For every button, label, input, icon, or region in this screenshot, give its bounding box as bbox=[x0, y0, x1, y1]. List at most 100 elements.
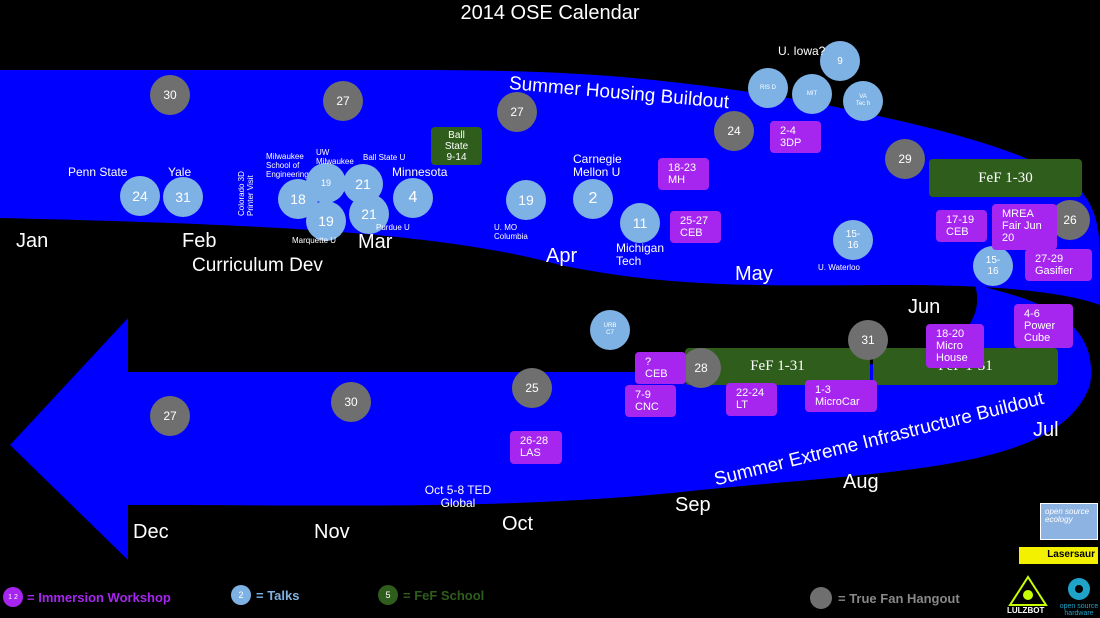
workshop-lt[interactable]: 22-24 LT bbox=[726, 383, 777, 416]
ws-line2: 3DP bbox=[780, 137, 802, 149]
hangout-mar-27[interactable]: 27 bbox=[497, 92, 537, 132]
talk-june-15-16[interactable]: 15-16 bbox=[973, 246, 1013, 286]
hangout-nov-27[interactable]: 27 bbox=[150, 396, 190, 436]
talk-purdue[interactable]: 21 bbox=[349, 194, 389, 234]
legend-talks-label: = Talks bbox=[256, 588, 300, 603]
talk-uw-milwaukee-label: UW Milwaukee bbox=[316, 148, 354, 166]
legend-hangout-icon bbox=[810, 587, 832, 609]
legend-talks-icon: 2 bbox=[231, 585, 251, 605]
fef-school-june[interactable]: FeF 1-30 bbox=[929, 159, 1082, 197]
month-jun: Jun bbox=[908, 296, 941, 318]
ws-line3: Cube bbox=[1024, 332, 1051, 344]
workshop-las[interactable]: 26-28 LAS bbox=[510, 431, 562, 464]
ws-line1: 4-6 bbox=[1024, 308, 1040, 320]
curriculum-dev-label: Curriculum Dev bbox=[192, 255, 323, 276]
talk-marquette-label: Marquette U bbox=[292, 236, 337, 245]
workshop-power-cube[interactable]: 4-6 Power Cube bbox=[1014, 304, 1073, 348]
legend-fef-label: = FeF School bbox=[403, 588, 485, 603]
month-sep: Sep bbox=[675, 494, 711, 516]
workshop-ceb-jun[interactable]: 17-19 CEB bbox=[936, 210, 987, 242]
talk-marquette[interactable]: 19 bbox=[306, 201, 346, 241]
month-jan: Jan bbox=[16, 230, 49, 252]
talk-yale-label: Yale bbox=[168, 165, 192, 179]
talk-yale[interactable]: 31 bbox=[163, 177, 203, 217]
talk-urbc7[interactable]: URB C7 bbox=[590, 310, 630, 350]
workshop-gasifier[interactable]: 27-29 Gasifier bbox=[1025, 249, 1092, 281]
osh-logo-text: open source hardware bbox=[1059, 603, 1099, 617]
legend-workshop-icon: 1 2 bbox=[3, 587, 23, 607]
talk-risd[interactable]: RIS D bbox=[748, 68, 788, 108]
ws-line1: 7-9 bbox=[635, 389, 651, 401]
lulzbot-logo-text: LULZBOT bbox=[1007, 606, 1045, 615]
band-top bbox=[0, 70, 1100, 305]
ted-line2: Global bbox=[440, 496, 476, 510]
talk-carnegie-mellon-label: Carnegie Mellon U bbox=[573, 152, 622, 179]
talk-va-tech[interactable]: VA Tec h bbox=[843, 81, 883, 121]
talk-penn-state[interactable]: 24 bbox=[120, 176, 160, 216]
talk-minnesota[interactable]: 4 bbox=[393, 178, 433, 218]
ws-line2: MH bbox=[668, 174, 686, 186]
ws-line2: LAS bbox=[520, 447, 541, 459]
workshop-microcar[interactable]: 1-3 MicroCar bbox=[805, 380, 877, 412]
talk-mit[interactable]: MIT bbox=[792, 74, 832, 114]
ws-line2: Power bbox=[1024, 320, 1056, 332]
ws-line2: Micro bbox=[936, 340, 963, 352]
talk-u-mo[interactable]: 19 bbox=[506, 180, 546, 220]
talk-ball-state-label: Ball State U bbox=[363, 153, 406, 162]
hangout-may-29[interactable]: 29 bbox=[885, 139, 925, 179]
ted-line1: Oct 5-8 TED bbox=[424, 483, 492, 497]
workshop-cnc[interactable]: 7-9 CNC bbox=[625, 385, 676, 417]
ws-line2: MicroCar bbox=[815, 396, 860, 408]
talk-purdue-label: Purdue U bbox=[376, 223, 410, 232]
month-dec: Dec bbox=[133, 521, 169, 543]
fef-line2: State bbox=[444, 140, 469, 152]
hangout-sep-25[interactable]: 25 bbox=[512, 368, 552, 408]
workshop-3dp[interactable]: 2-4 3DP bbox=[770, 121, 821, 153]
fef-line3: 9-14 bbox=[446, 151, 467, 163]
month-oct: Oct bbox=[502, 513, 534, 535]
ws-line3: 20 bbox=[1002, 232, 1015, 244]
month-nov: Nov bbox=[314, 521, 350, 543]
talk-uw-milwaukee[interactable]: 19 bbox=[306, 163, 346, 203]
talk-u-iowa[interactable]: 9 bbox=[820, 41, 860, 81]
hangout-oct-30[interactable]: 30 bbox=[331, 382, 371, 422]
ws-line2: CEB bbox=[680, 227, 703, 239]
hangout-aug-28[interactable]: 28 bbox=[681, 348, 721, 388]
ws-line2: Fair Jun bbox=[1002, 220, 1042, 232]
talk-msoe-label: Milwaukee School of Engineering bbox=[266, 152, 309, 179]
talk-u-mo-label: U. MO Columbia bbox=[494, 223, 528, 241]
workshop-micro-house[interactable]: 18-20 Micro House bbox=[926, 324, 984, 368]
talk-penn-state-label: Penn State bbox=[68, 165, 128, 179]
ws-line1: ? bbox=[645, 356, 652, 368]
workshop-mrea[interactable]: MREA Fair Jun 20 bbox=[992, 204, 1057, 250]
fef-line1: Ball bbox=[448, 129, 465, 141]
ws-line2: CNC bbox=[635, 401, 659, 413]
ted-global-label: Oct 5-8 TED Global bbox=[416, 484, 500, 510]
legend-workshop-label: = Immersion Workshop bbox=[27, 590, 171, 605]
ws-line1: 22-24 bbox=[736, 387, 765, 399]
fef-school-ball-state[interactable]: Ball State 9-14 bbox=[431, 127, 482, 165]
lulzbot-logo-icon bbox=[1008, 575, 1048, 606]
ws-line3: House bbox=[936, 352, 968, 364]
workshop-ceb-aug[interactable]: ? CEB bbox=[635, 352, 686, 384]
talk-minnesota-label: Minnesota bbox=[392, 165, 448, 179]
hangout-feb-27[interactable]: 27 bbox=[323, 81, 363, 121]
talk-waterloo-label: U. Waterloo bbox=[818, 263, 860, 272]
month-mar: Mar bbox=[358, 231, 393, 253]
hangout-apr-24[interactable]: 24 bbox=[714, 111, 754, 151]
ws-line1: 27-29 bbox=[1035, 253, 1064, 265]
legend-fef-icon: 5 bbox=[378, 585, 398, 605]
ws-line2: CEB bbox=[946, 226, 969, 238]
talk-waterloo[interactable]: 15-16 bbox=[833, 220, 873, 260]
talk-u-iowa-label: U. Iowa? bbox=[778, 44, 826, 58]
ws-line1: 26-28 bbox=[520, 435, 549, 447]
hangout-jan-30[interactable]: 30 bbox=[150, 75, 190, 115]
talk-michigan-tech[interactable]: 11 bbox=[620, 203, 660, 243]
workshop-ceb-may[interactable]: 25-27 CEB bbox=[670, 211, 721, 243]
hangout-jul-31[interactable]: 31 bbox=[848, 320, 888, 360]
page-title: 2014 OSE Calendar bbox=[460, 2, 640, 24]
ws-line2: Gasifier bbox=[1035, 265, 1073, 277]
workshop-mh[interactable]: 18-23 MH bbox=[658, 158, 709, 190]
talk-carnegie-mellon[interactable]: 2 bbox=[573, 179, 613, 219]
